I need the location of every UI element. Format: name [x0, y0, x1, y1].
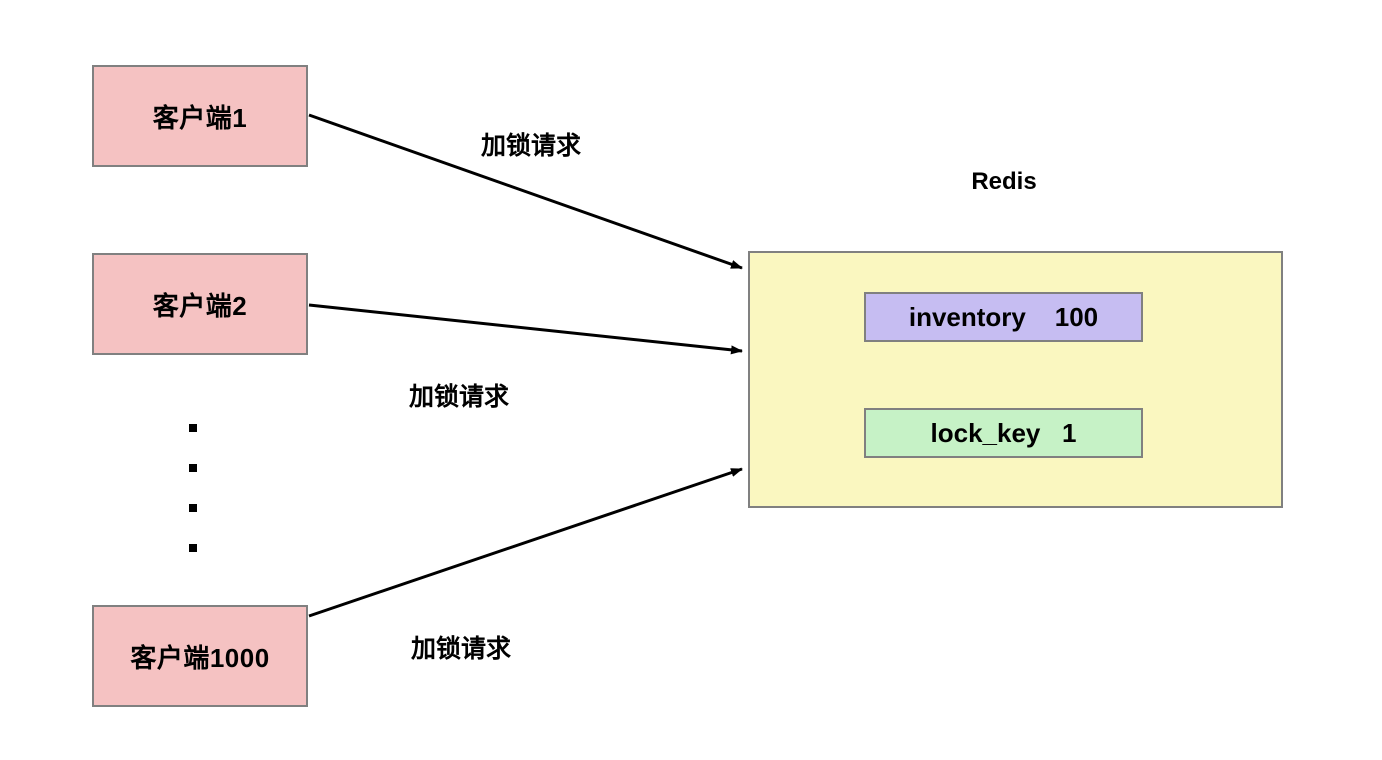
client-node-2[interactable]: 客户端2	[92, 253, 308, 355]
client-node-1000[interactable]: 客户端1000	[92, 605, 308, 707]
edge-label-lock-request-2: 加锁请求	[409, 383, 510, 411]
vertical-ellipsis	[189, 424, 203, 554]
edge-label-lock-request-1: 加锁请求	[481, 132, 582, 160]
edge-client2-to-redis	[308, 303, 743, 355]
edge-client1000-to-redis	[308, 467, 743, 618]
redis-entry-lock-key[interactable]: lock_key 1	[864, 408, 1143, 458]
redis-entry-inventory-text: inventory 100	[908, 301, 1099, 332]
ellipsis-dot	[189, 424, 197, 432]
client-node-1[interactable]: 客户端1	[92, 65, 308, 167]
client-node-1-label: 客户端1	[152, 102, 248, 133]
ellipsis-dot	[189, 504, 197, 512]
redis-title: Redis	[971, 168, 1037, 195]
client-node-2-label: 客户端2	[152, 290, 248, 321]
redis-entry-inventory[interactable]: inventory 100	[864, 292, 1143, 342]
redis-entry-lock-key-text: lock_key 1	[930, 417, 1077, 448]
redis-server-box[interactable]	[748, 251, 1283, 508]
ellipsis-dot	[189, 544, 197, 552]
edge-label-lock-request-3: 加锁请求	[411, 635, 512, 663]
ellipsis-dot	[189, 464, 197, 472]
client-node-1000-label: 客户端1000	[130, 642, 270, 673]
